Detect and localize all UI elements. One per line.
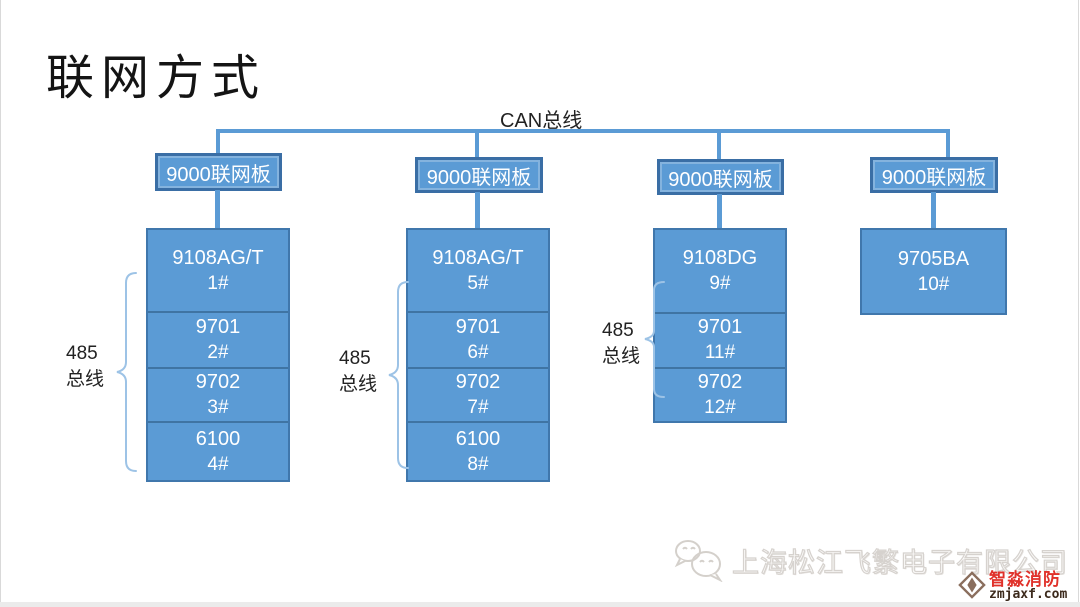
network-board-label: 9000联网板: [668, 168, 773, 191]
device-number: 3#: [207, 397, 229, 419]
device-number: 11#: [704, 342, 736, 364]
network-board-label: 9000联网板: [166, 163, 271, 186]
bottom-bar: [0, 602, 1080, 607]
can-drop-line-3: [717, 131, 721, 161]
device-number: 8#: [467, 453, 489, 475]
rs485-bus-label-1: 485 总线: [66, 341, 104, 393]
device-model: 9701: [195, 316, 241, 339]
rs485-bus-label-line2: 总线: [339, 374, 378, 395]
logo-title: 智淼消防: [989, 570, 1061, 589]
device-model: 9701: [697, 316, 743, 339]
device-number: 9#: [709, 272, 731, 294]
device-cell: 9108AG/T 5#: [408, 230, 548, 311]
device-stack-4: 9705BA 10#: [860, 228, 1007, 315]
device-number: 12#: [704, 397, 736, 418]
right-edge-line: [1078, 0, 1079, 607]
rs485-bus-label-line1: 485: [66, 343, 98, 364]
device-cell: 9108AG/T 1#: [148, 230, 288, 311]
board-stack-connector-2: [475, 192, 480, 229]
device-stack-3: 9108DG 9# 9701 11# 9702 12#: [653, 228, 787, 423]
device-cell: 9701 2#: [148, 311, 288, 367]
can-drop-line-4: [946, 129, 950, 159]
rs485-bus-label-3: 485 总线: [602, 318, 640, 370]
device-number: 10#: [917, 273, 950, 295]
device-model: 9701: [455, 316, 501, 339]
device-model: 9108DG: [682, 246, 758, 269]
device-cell: 9701 11#: [655, 311, 785, 367]
device-cell: 9705BA 10#: [862, 230, 1005, 313]
device-stack-1: 9108AG/T 1# 9701 2# 9702 3# 6100 4#: [146, 228, 290, 482]
device-number: 7#: [467, 397, 489, 419]
board-stack-connector-1: [215, 190, 220, 229]
rs485-bus-label-line1: 485: [339, 348, 371, 369]
device-model: 9705BA: [897, 247, 970, 270]
rs485-brace-2: [388, 281, 409, 469]
left-edge-line: [0, 0, 1, 607]
can-drop-line-1: [216, 129, 220, 155]
zhimiao-logo: 智淼消防 zmjaxf.com: [958, 571, 1067, 602]
device-cell: 9702 7#: [408, 367, 548, 421]
rs485-bus-label-line2: 总线: [602, 346, 641, 367]
rs485-bus-label-2: 485 总线: [339, 346, 377, 398]
rs485-bus-label-line1: 485: [602, 320, 634, 341]
company-watermark: 上海松江飞繁电子有限公司: [672, 538, 1068, 582]
device-number: 6#: [467, 342, 489, 364]
device-model: 9108AG/T: [172, 246, 264, 269]
device-cell: 6100 8#: [408, 421, 548, 480]
device-model: 9702: [195, 371, 241, 394]
device-model: 9702: [455, 371, 501, 394]
device-stack-2: 9108AG/T 5# 9701 6# 9702 7# 6100 8#: [406, 228, 550, 482]
device-cell: 9702 3#: [148, 367, 288, 421]
device-model: 9108AG/T: [432, 246, 524, 269]
can-bus-line: [216, 129, 950, 133]
board-stack-connector-3: [717, 194, 722, 229]
device-number: 5#: [467, 272, 489, 294]
device-cell: 6100 4#: [148, 421, 288, 480]
device-cell: 9702 12#: [655, 367, 785, 421]
company-watermark-text: 上海松江飞繁电子有限公司: [731, 547, 1068, 578]
device-model: 6100: [195, 427, 241, 450]
network-board-label: 9000联网板: [426, 166, 532, 189]
device-number: 4#: [207, 453, 229, 475]
logo-text-block: 智淼消防 zmjaxf.com: [989, 571, 1067, 602]
page-title: 联网方式: [46, 52, 267, 105]
can-drop-line-2: [475, 131, 479, 159]
network-board-box-1: 9000联网板: [155, 153, 282, 191]
network-board-box-4: 9000联网板: [870, 157, 998, 193]
board-stack-connector-4: [931, 192, 936, 229]
device-number: 1#: [207, 272, 229, 294]
device-cell: 9701 6#: [408, 311, 548, 367]
logo-domain: zmjaxf.com: [989, 587, 1068, 602]
can-bus-label: CAN总线: [500, 110, 583, 132]
rs485-bus-label-line2: 总线: [66, 369, 105, 390]
rs485-brace-1: [116, 272, 137, 472]
rs485-brace-3: [644, 281, 665, 398]
network-board-box-3: 9000联网板: [657, 159, 784, 195]
wechat-icon: [674, 540, 723, 582]
device-model: 6100: [455, 427, 501, 450]
device-cell: 9108DG 9#: [655, 230, 785, 312]
device-number: 2#: [207, 342, 229, 364]
device-model: 9702: [697, 371, 743, 393]
network-board-label: 9000联网板: [881, 166, 987, 189]
diamond-logo-icon: [958, 571, 986, 599]
network-board-box-2: 9000联网板: [415, 157, 543, 193]
